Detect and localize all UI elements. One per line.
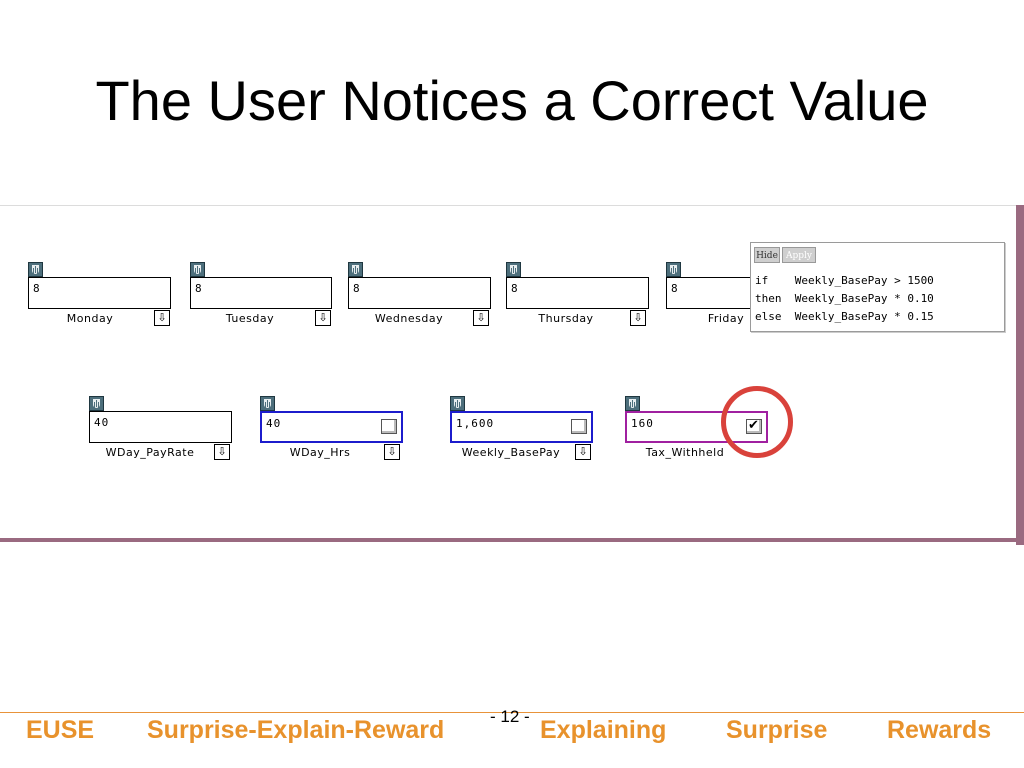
cell-label: Tax_Withheld (645, 446, 725, 459)
footer-divider (0, 712, 1024, 713)
annotation-circle (721, 386, 793, 458)
cell-weekly-basepay[interactable]: 1,600 Weekly_BasePay ⇩ (450, 396, 595, 466)
down-arrow-icon[interactable]: ⇩ (575, 444, 591, 460)
footer-explaining: Explaining (540, 716, 667, 744)
cell-wday-payrate[interactable]: 40 WDay_PayRate ⇩ (89, 396, 234, 466)
cell-value: 8 (671, 282, 679, 295)
cell-label: Thursday (538, 312, 594, 325)
screenshot-right-border (1016, 205, 1024, 545)
cell-value: 40 (266, 417, 282, 430)
cell-value: 8 (353, 282, 361, 295)
cell-label: Monday (66, 312, 114, 325)
cell-value-box[interactable]: 8 (28, 277, 171, 309)
cell-wednesday[interactable]: 8 Wednesday ⇩ (348, 262, 493, 332)
screenshot-top-border (0, 205, 1024, 206)
apply-button[interactable]: Apply (782, 247, 816, 263)
cell-label: Weekly_BasePay (461, 446, 561, 459)
cell-label: WDay_PayRate (105, 446, 195, 459)
shield-icon[interactable] (190, 262, 205, 277)
shield-icon[interactable] (625, 396, 640, 411)
cell-value-box[interactable]: 8 (506, 277, 649, 309)
cell-value-box[interactable]: 40 (89, 411, 232, 443)
footer-surprise-explain-reward: Surprise-Explain-Reward (147, 716, 445, 744)
cell-label: Tuesday (225, 312, 275, 325)
checkbox-icon[interactable] (571, 419, 587, 434)
spreadsheet-screenshot (0, 205, 1024, 545)
formula-line-then: then Weekly_BasePay * 0.10 (755, 292, 934, 305)
shield-icon[interactable] (506, 262, 521, 277)
cell-value-box[interactable]: 40 (260, 411, 403, 443)
checkbox-icon[interactable] (381, 419, 397, 434)
hide-button[interactable]: Hide (754, 247, 780, 263)
formula-line-else: else Weekly_BasePay * 0.15 (755, 310, 934, 323)
down-arrow-icon[interactable]: ⇩ (154, 310, 170, 326)
down-arrow-icon[interactable]: ⇩ (384, 444, 400, 460)
cell-monday[interactable]: 8 Monday ⇩ (28, 262, 173, 332)
shield-icon[interactable] (666, 262, 681, 277)
cell-tuesday[interactable]: 8 Tuesday ⇩ (190, 262, 335, 332)
down-arrow-icon[interactable]: ⇩ (315, 310, 331, 326)
page-number: - 12 - (490, 707, 530, 726)
cell-label: Friday (707, 312, 745, 325)
cell-value-box[interactable]: 1,600 (450, 411, 593, 443)
formula-line-if: if Weekly_BasePay > 1500 (755, 274, 934, 287)
cell-value: 1,600 (456, 417, 495, 430)
cell-value: 160 (631, 417, 654, 430)
cell-value-box[interactable]: 8 (348, 277, 491, 309)
cell-thursday[interactable]: 8 Thursday ⇩ (506, 262, 651, 332)
down-arrow-icon[interactable]: ⇩ (473, 310, 489, 326)
screenshot-bottom-border (0, 538, 1024, 542)
footer-surprise: Surprise (726, 716, 828, 744)
shield-icon[interactable] (28, 262, 43, 277)
shield-icon[interactable] (89, 396, 104, 411)
cell-value-box[interactable]: 8 (190, 277, 332, 309)
shield-icon[interactable] (348, 262, 363, 277)
down-arrow-icon[interactable]: ⇩ (630, 310, 646, 326)
cell-wday-hrs[interactable]: 40 WDay_Hrs ⇩ (260, 396, 405, 466)
cell-value: 8 (195, 282, 203, 295)
footer-rewards: Rewards (887, 716, 992, 744)
shield-icon[interactable] (260, 396, 275, 411)
cell-label: WDay_Hrs (289, 446, 351, 459)
cell-value: 40 (94, 416, 110, 429)
cell-value: 8 (511, 282, 519, 295)
cell-value: 8 (33, 282, 41, 295)
slide-title: The User Notices a Correct Value (95, 69, 929, 132)
cell-label: Wednesday (374, 312, 444, 325)
shield-icon[interactable] (450, 396, 465, 411)
footer-euse: EUSE (26, 716, 95, 744)
down-arrow-icon[interactable]: ⇩ (214, 444, 230, 460)
formula-panel: Hide Apply if Weekly_BasePay > 1500 then… (750, 242, 1005, 332)
